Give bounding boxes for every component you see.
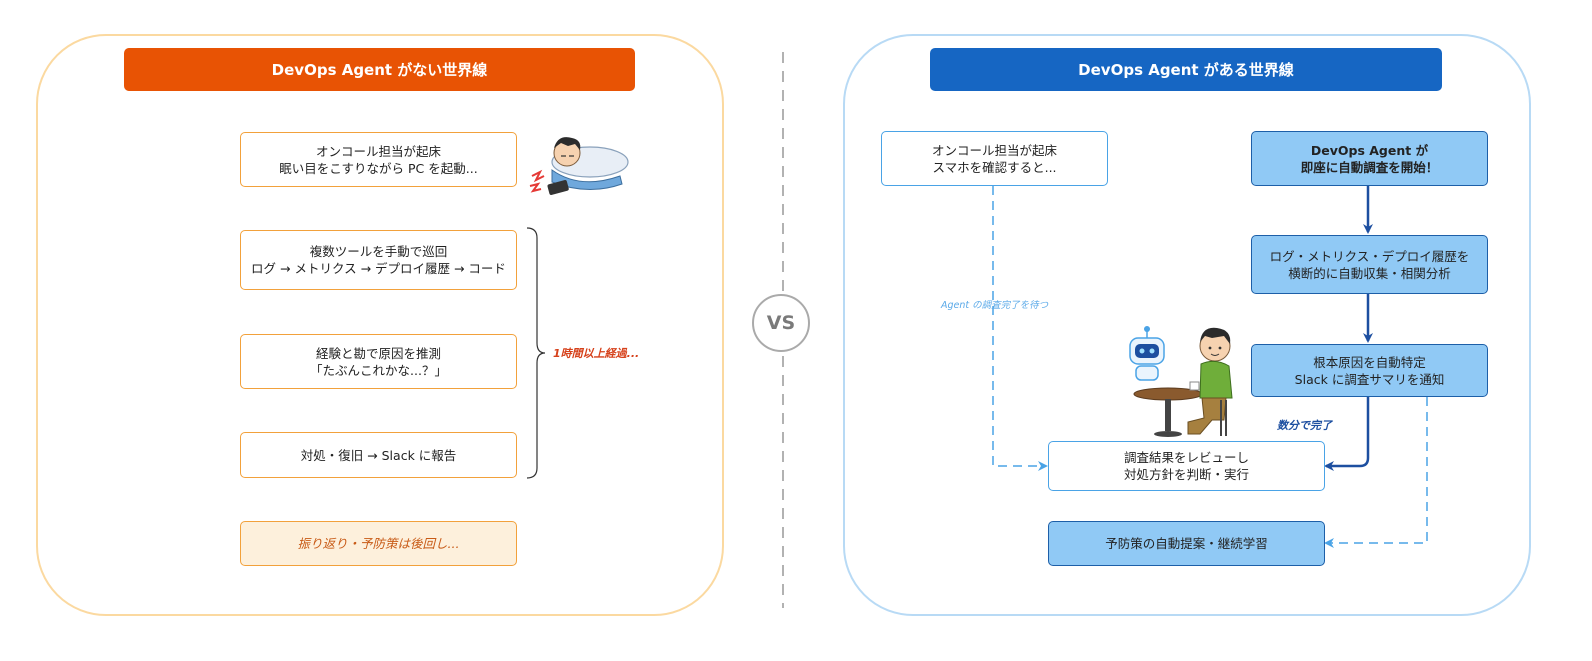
cafe-table-icon bbox=[1133, 381, 1203, 437]
left-step-wake-up-line2: 眠い目をこすりながら PC を起動... bbox=[279, 160, 478, 176]
left-step-recover-report-line1: 対処・復旧 → Slack に報告 bbox=[300, 447, 457, 463]
arrow-rootcause-to-review bbox=[1324, 397, 1370, 471]
right-step-auto-collect-line2: 横断的に自動収集・相関分析 bbox=[1288, 265, 1451, 281]
right-step-oncall-line1: オンコール担当が起床 bbox=[931, 142, 1057, 158]
right-step-root-cause-line2: Slack に調査サマリを通知 bbox=[1294, 371, 1445, 387]
right-step-auto-collect-line1: ログ・メトリクス・デプロイ履歴を bbox=[1269, 248, 1470, 264]
left-step-guess-cause: 経験と勘で原因を推測 「たぶんこれかな...？」 bbox=[240, 334, 517, 389]
time-elapsed-label: 1時間以上経過... bbox=[553, 347, 640, 360]
right-step-agent-start: DevOps Agent が 即座に自動調査を開始！ bbox=[1251, 131, 1488, 186]
left-step-wake-up: オンコール担当が起床 眠い目をこすりながら PC を起動... bbox=[240, 132, 517, 187]
right-step-review-line2: 対処方針を判断・実行 bbox=[1123, 467, 1249, 482]
right-step-prevention: 予防策の自動提案・継続学習 bbox=[1048, 521, 1325, 566]
time-bracket bbox=[526, 227, 546, 479]
left-step-guess-cause-line1: 経験と勘で原因を推測 bbox=[315, 345, 441, 361]
with-agent-panel bbox=[843, 34, 1531, 616]
left-step-recover-report: 対処・復旧 → Slack に報告 bbox=[240, 432, 517, 478]
arrow-oncall-to-review bbox=[992, 186, 1048, 471]
robot-icon bbox=[1129, 326, 1165, 381]
right-step-root-cause-line1: 根本原因を自動特定 bbox=[1313, 354, 1426, 370]
wait-agent-label: Agent の調査完了を待つ bbox=[941, 300, 1049, 311]
sleeping-person-icon bbox=[529, 137, 629, 195]
vs-badge: VS bbox=[752, 294, 810, 352]
left-step-manual-tools-line1: 複数ツールを手動で巡回 bbox=[309, 244, 448, 259]
left-step-manual-tools-line2: ログ → メトリクス → デプロイ履歴 → コード bbox=[251, 261, 506, 276]
arrow-rootcause-to-prevention bbox=[1324, 397, 1428, 548]
with-agent-title: DevOps Agent がある世界線 bbox=[930, 48, 1442, 91]
left-step-wake-up-line1: オンコール担当が起床 bbox=[315, 143, 441, 159]
right-step-agent-start-line1: DevOps Agent が bbox=[1310, 142, 1429, 158]
relaxed-person-icon bbox=[1187, 327, 1233, 436]
right-step-review-line1: 調査結果をレビューし bbox=[1123, 450, 1249, 465]
right-step-root-cause: 根本原因を自動特定 Slack に調査サマリを通知 bbox=[1251, 344, 1488, 397]
left-step-manual-tools: 複数ツールを手動で巡回 ログ → メトリクス → デプロイ履歴 → コード bbox=[240, 230, 517, 290]
right-step-oncall-line2: スマホを確認すると... bbox=[932, 159, 1057, 175]
right-step-review: 調査結果をレビューし 対処方針を判断・実行 bbox=[1048, 441, 1325, 491]
left-step-guess-cause-line2: 「たぶんこれかな...？」 bbox=[310, 362, 447, 378]
without-agent-title: DevOps Agent がない世界線 bbox=[124, 48, 635, 91]
right-step-agent-start-line2: 即座に自動調査を開始！ bbox=[1300, 159, 1439, 175]
done-in-minutes-label: 数分で完了 bbox=[1277, 419, 1332, 432]
right-step-auto-collect: ログ・メトリクス・デプロイ履歴を 横断的に自動収集・相関分析 bbox=[1251, 235, 1488, 294]
right-step-oncall: オンコール担当が起床 スマホを確認すると... bbox=[881, 131, 1108, 186]
without-agent-panel bbox=[36, 34, 724, 616]
left-step-postpone-prevention: 振り返り・予防策は後回し... bbox=[240, 521, 517, 566]
